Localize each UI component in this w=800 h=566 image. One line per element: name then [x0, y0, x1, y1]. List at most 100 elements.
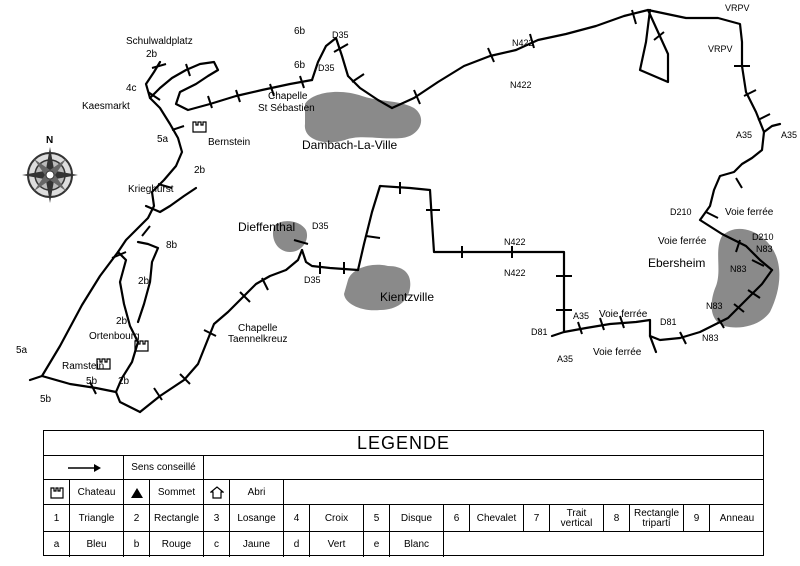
- legend-row-colors: a Bleu b Rouge c Jaune d Vert e Blanc: [44, 531, 763, 557]
- shape-label: Chevalet: [470, 505, 524, 532]
- road-label-n83: N83: [756, 244, 773, 254]
- place-kaesmarkt: Kaesmarkt: [82, 101, 130, 112]
- trail-mark: 2b: [138, 276, 150, 287]
- castle-icon-ramstein: [96, 358, 111, 370]
- road-label-vrpv: VRPV: [725, 3, 750, 13]
- color-label: Bleu: [70, 532, 124, 557]
- town-area-dambach: [304, 91, 422, 143]
- place-dieffenthal: Dieffenthal: [238, 220, 295, 234]
- shape-label: Losange: [230, 505, 284, 532]
- shape-num: 3: [204, 505, 230, 532]
- road-label-n422: N422: [512, 38, 534, 48]
- shape-label: Rectangle tripartí: [630, 505, 684, 532]
- castle-icon: [44, 480, 70, 505]
- shape-num: 2: [124, 505, 150, 532]
- road-label-d210: D210: [670, 207, 692, 217]
- route-a35-d210: [698, 130, 774, 272]
- legend-chateau: Chateau: [70, 480, 124, 505]
- shape-label: Trait vertical: [550, 505, 604, 532]
- route-west-link: [148, 60, 314, 112]
- place-chapelle-taennelkreuz-line1: Chapelle: [238, 323, 278, 334]
- legend-title: LEGENDE: [356, 432, 451, 453]
- trail-mark: 2b: [146, 49, 158, 60]
- road-label-a35: A35: [557, 354, 573, 364]
- place-schulwaldplatz: Schulwaldplatz: [126, 36, 193, 47]
- shape-label: Disque: [390, 505, 444, 532]
- road-label-n422: N422: [504, 237, 526, 247]
- shape-num: 9: [684, 505, 710, 532]
- road-label-voie-ferree: Voie ferrée: [593, 347, 642, 358]
- trail-mark: 6b: [294, 26, 306, 37]
- color-key: d: [284, 532, 310, 557]
- road-label-voie-ferree: Voie ferrée: [658, 236, 707, 247]
- road-label-n83: N83: [702, 333, 719, 343]
- color-key: b: [124, 532, 150, 557]
- road-label-a35: A35: [573, 311, 589, 321]
- shape-label: Croix: [310, 505, 364, 532]
- route-branch-krieghurst: [144, 186, 198, 214]
- color-label: Rouge: [150, 532, 204, 557]
- place-chapelle-taennelkreuz-line2: Taennelkreuz: [228, 334, 287, 345]
- arrow-right-icon: [44, 456, 124, 480]
- shape-num: 6: [444, 505, 470, 532]
- shape-num: 7: [524, 505, 550, 532]
- route-branch-2b: [40, 374, 118, 394]
- route-ebersheim-south: [648, 268, 774, 342]
- trail-mark: 8b: [166, 240, 178, 251]
- road-label-d81: D81: [660, 317, 677, 327]
- trail-mark: 2b: [116, 316, 128, 327]
- color-key: c: [204, 532, 230, 557]
- place-bernstein: Bernstein: [208, 137, 250, 148]
- shape-label: Triangle: [70, 505, 124, 532]
- place-ebersheim: Ebersheim: [648, 256, 705, 270]
- road-label-n422: N422: [504, 268, 526, 278]
- legend-abri: Abri: [230, 480, 284, 505]
- road-label-voie-ferree: Voie ferrée: [725, 207, 774, 218]
- shape-num: 4: [284, 505, 310, 532]
- trail-mark: 5b: [40, 394, 52, 405]
- trail-mark: 5a: [157, 134, 169, 145]
- shape-num: 1: [44, 505, 70, 532]
- legend-sens-conseille: Sens conseillé: [124, 456, 204, 480]
- legend-row-shapes: 1 Triangle 2 Rectangle 3 Losange 4 Croix…: [44, 504, 763, 532]
- road-label-d35: D35: [304, 275, 321, 285]
- trail-mark: 5a: [16, 345, 28, 356]
- road-label-d35: D35: [312, 221, 329, 231]
- route-west-loop: [138, 248, 304, 414]
- road-label-n83: N83: [706, 301, 723, 311]
- legend-row-symbols: Chateau Sommet Abri: [44, 479, 763, 505]
- trail-mark: 2b: [118, 376, 130, 387]
- trail-mark: 2b: [194, 165, 206, 176]
- trail-mark: 5b: [86, 376, 98, 387]
- route-d35-north: [310, 36, 394, 110]
- color-label: Vert: [310, 532, 364, 557]
- road-label-vrpv: VRPV: [708, 44, 733, 54]
- place-ortenbourg: Ortenbourg: [89, 331, 140, 342]
- place-chapelle-st-sebastien-line2: St Sébastien: [258, 103, 315, 114]
- trail-ticks: [89, 9, 771, 401]
- legend-row-direction: Sens conseillé: [44, 455, 763, 480]
- route-d35-central: [300, 248, 360, 272]
- road-label-d81: D81: [531, 327, 548, 337]
- compass-north-label: N: [46, 135, 53, 146]
- place-krieghurst: Krieghurst: [128, 184, 174, 195]
- road-label-a35: A35: [781, 130, 797, 140]
- shape-num: 5: [364, 505, 390, 532]
- route-west-ridge: [116, 60, 184, 254]
- color-label: Jaune: [230, 532, 284, 557]
- road-label-n422: N422: [510, 80, 532, 90]
- place-chapelle-st-sebastien-line1: Chapelle: [268, 91, 308, 102]
- route-n422-north: [390, 8, 670, 110]
- castle-icon-ortenbourg: [134, 340, 149, 352]
- shape-num: 8: [604, 505, 630, 532]
- place-kientzville: Kientzville: [380, 290, 434, 304]
- road-label-voie-ferree: Voie ferrée: [599, 309, 648, 320]
- road-label-d35: D35: [318, 63, 335, 73]
- compass-rose-icon: N: [22, 135, 78, 203]
- color-key: e: [364, 532, 390, 557]
- route-n422-central: [356, 184, 566, 334]
- place-dambach: Dambach-La-Ville: [302, 138, 397, 152]
- shape-label: Rectangle: [150, 505, 204, 532]
- shelter-house-icon: [204, 480, 230, 505]
- legend-sommet: Sommet: [150, 480, 204, 505]
